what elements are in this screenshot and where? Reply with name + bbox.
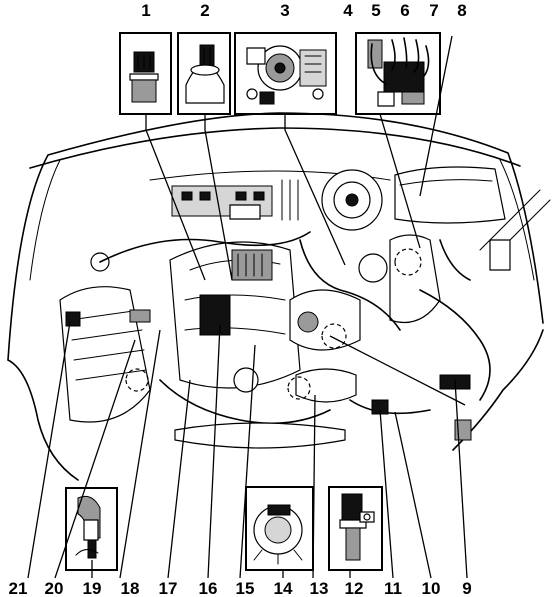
callouts-bottom: 21 20 19 18 17 16 15 14 13 12 11 10 9 xyxy=(9,579,472,597)
callouts-top: 1 2 3 4 5 6 7 8 xyxy=(141,1,466,20)
hoses-and-lines xyxy=(99,189,551,449)
callout-number: 19 xyxy=(83,579,102,597)
callout-number: 16 xyxy=(199,579,218,597)
callout-number: 15 xyxy=(236,579,255,597)
inset-component-4-7 xyxy=(355,32,441,115)
callout-number: 5 xyxy=(371,1,380,20)
callout-number: 17 xyxy=(159,579,178,597)
callout-number: 11 xyxy=(384,579,402,597)
inset-component-19 xyxy=(65,487,118,571)
callout-number: 14 xyxy=(274,579,293,597)
callout-number: 7 xyxy=(429,1,438,20)
callout-number: 10 xyxy=(422,579,441,597)
callout-number: 9 xyxy=(462,579,471,597)
inset-component-3 xyxy=(234,32,337,115)
callout-number: 6 xyxy=(400,1,409,20)
inset-component-12 xyxy=(328,486,383,571)
callout-number: 1 xyxy=(141,1,150,20)
callout-number: 21 xyxy=(9,579,28,597)
coolant-reservoir xyxy=(358,234,441,324)
callout-number: 3 xyxy=(280,1,289,20)
callout-number: 12 xyxy=(345,579,364,597)
bulkhead-region xyxy=(149,170,391,221)
engine-bay-outline xyxy=(7,112,544,481)
inset-component-2 xyxy=(177,32,231,115)
strut-tower-right xyxy=(321,169,383,231)
throttle-area xyxy=(287,289,361,403)
callout-number: 8 xyxy=(457,1,466,20)
intake-manifold xyxy=(169,241,301,389)
callout-number: 4 xyxy=(343,1,353,20)
callout-number: 2 xyxy=(200,1,209,20)
inset-component-1 xyxy=(119,32,172,115)
left-side-components xyxy=(59,252,151,423)
callout-number: 20 xyxy=(45,579,64,597)
callout-number: 13 xyxy=(310,579,329,597)
inset-component-14 xyxy=(245,486,314,571)
air-box-8 xyxy=(394,166,506,224)
leader-lines xyxy=(27,35,468,579)
callout-number: 18 xyxy=(121,579,140,597)
